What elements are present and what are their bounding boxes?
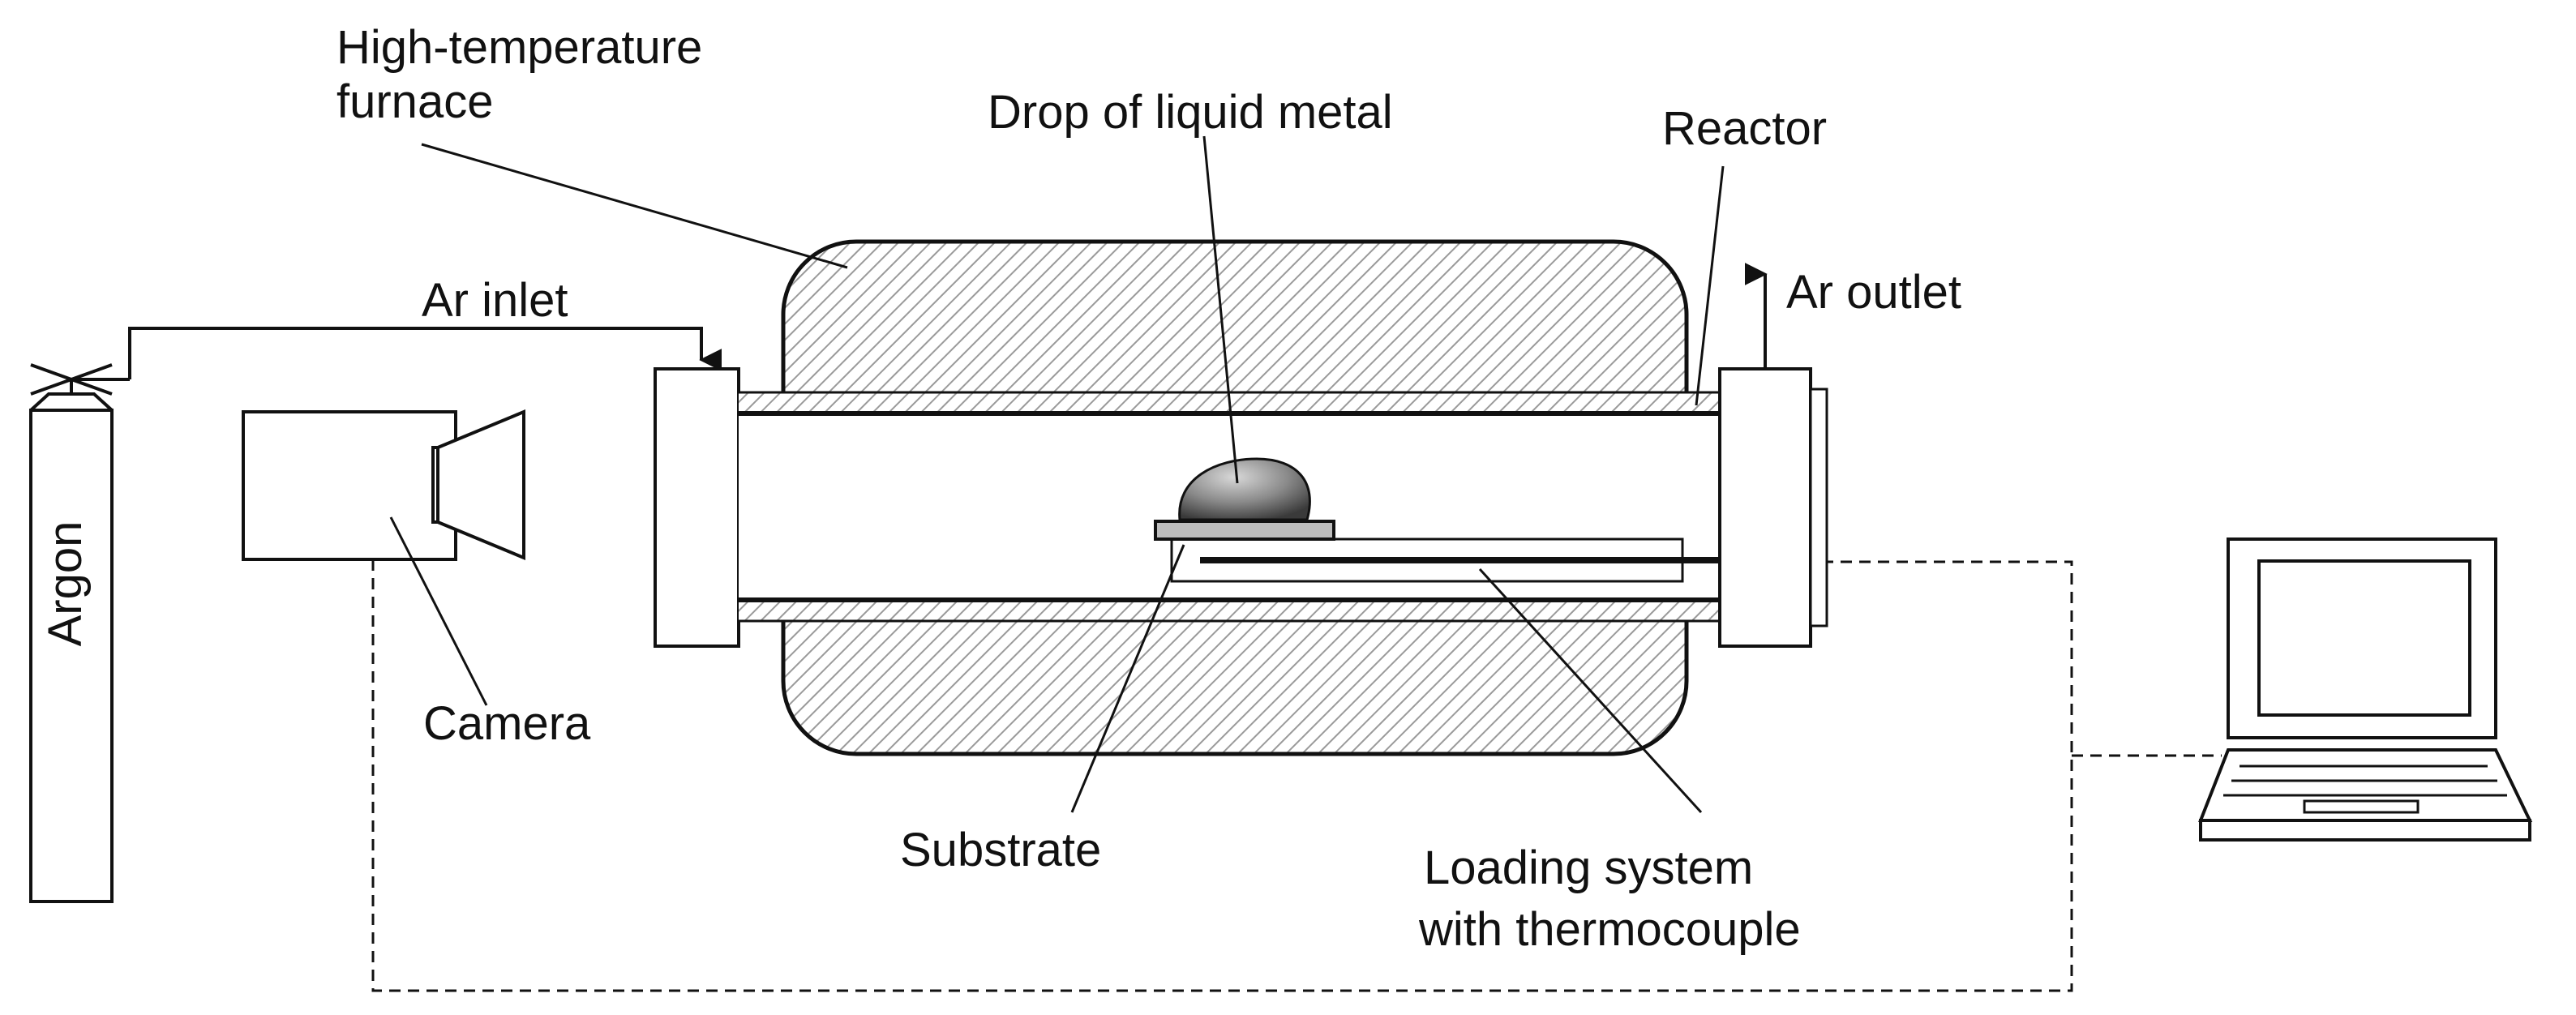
loading-label-line1: Loading system: [1424, 842, 1753, 894]
camera-leader: [389, 516, 488, 706]
argon-gas-line: [128, 327, 722, 379]
substrate-leader: [1070, 544, 1185, 813]
ar-outlet-label: Ar outlet: [1786, 266, 1961, 319]
liquid-metal-drop: [1178, 457, 1311, 521]
signal-cable: [371, 559, 2073, 992]
substrate: [1154, 520, 1335, 541]
ar-inlet-label: Ar inlet: [422, 274, 568, 327]
drop-leader: [1202, 135, 1239, 484]
substrate-label: Substrate: [900, 824, 1101, 876]
camera: [242, 409, 525, 561]
reactor-label: Reactor: [1662, 102, 1827, 155]
drop-label: Drop of liquid metal: [988, 86, 1393, 139]
argon-label: Argon: [39, 521, 92, 647]
loading-label-line2: with thermocouple: [1418, 903, 1801, 956]
furnace-leader: [421, 143, 848, 269]
camera-label: Camera: [423, 697, 591, 750]
loading-leader: [1478, 567, 1703, 814]
right-end-cap: [1718, 367, 1828, 648]
reactor-leader: [1695, 165, 1725, 406]
argon-cylinder: [29, 363, 130, 903]
left-end-cap: [654, 367, 740, 648]
laptop: [2198, 537, 2533, 842]
furnace-label-line1: High-temperature: [336, 21, 702, 74]
furnace-label-line2: furnace: [336, 75, 493, 128]
